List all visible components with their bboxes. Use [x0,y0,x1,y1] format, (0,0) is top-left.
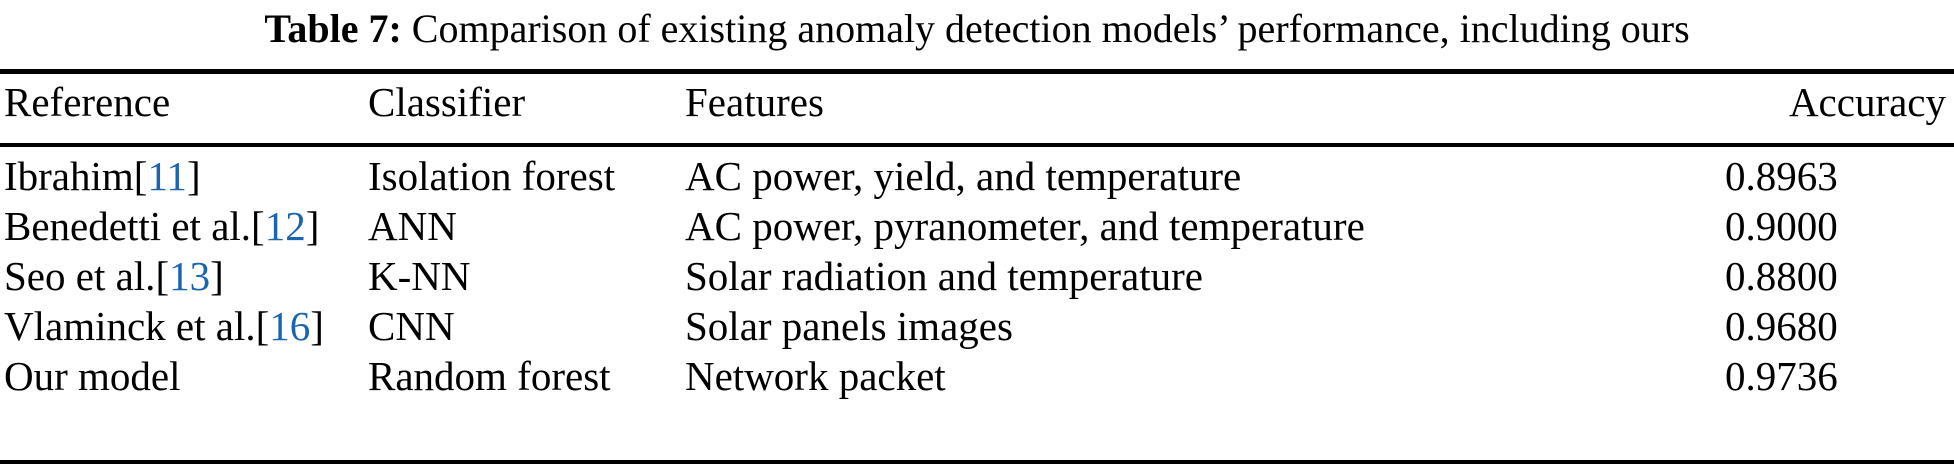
reference-name: Benedetti et al. [4,203,252,249]
cell-accuracy: 0.8963 [1725,153,1838,199]
cell-reference: Benedetti et al.[12] [4,201,364,251]
citation-open-bracket: [ [251,203,265,249]
table-header-rule [0,143,1954,147]
table-caption-text: Comparison of existing anomaly detection… [411,6,1690,51]
cell-accuracy: 0.9736 [1725,353,1838,399]
table-caption-label: Table 7: [264,6,402,51]
table-row: Ibrahim[11] Isolation forest AC power, y… [0,151,1954,201]
table-caption: Table 7: Comparison of existing anomaly … [0,2,1954,56]
reference-name: Vlaminck et al. [4,303,256,349]
citation-open-bracket: [ [255,303,270,349]
table-bottom-rule [0,460,1954,464]
cell-reference: Vlaminck et al.[16] [4,301,364,351]
cell-classifier: Isolation forest [368,153,616,199]
column-header-classifier: Classifier [368,79,526,125]
citation-link[interactable]: 11 [147,153,187,199]
cell-reference: Our model [4,351,364,401]
table-row: Seo et al.[13] K-NN Solar radiation and … [0,251,1954,301]
reference-name: Ibrahim [4,153,134,199]
column-header-reference: Reference [4,79,171,125]
citation-link[interactable]: 12 [264,203,306,249]
citation-close-bracket: ] [305,203,320,249]
table-header-row: Reference Classifier Features Accuracy [0,77,1954,127]
cell-features: AC power, pyranometer, and temperature [685,203,1365,249]
cell-features: Solar panels images [685,303,1013,349]
cell-classifier: Random forest [368,353,611,399]
column-header-features: Features [685,79,824,125]
citation-close-bracket: ] [186,153,201,199]
citation-close-bracket: ] [310,303,324,349]
reference-name: Seo et al. [4,253,156,299]
cell-accuracy: 0.8800 [1725,253,1838,299]
table-top-rule [0,69,1954,74]
cell-classifier: ANN [368,203,457,249]
cell-reference: Seo et al.[13] [4,251,364,301]
reference-name: Our model [4,353,181,399]
cell-accuracy: 0.9680 [1725,303,1838,349]
cell-accuracy: 0.9000 [1725,203,1838,249]
citation-open-bracket: [ [155,253,170,299]
citation-open-bracket: [ [133,153,148,199]
cell-classifier: K-NN [368,253,471,299]
cell-reference: Ibrahim[11] [4,151,364,201]
table-row: Benedetti et al.[12] ANN AC power, pyran… [0,201,1954,251]
cell-classifier: CNN [368,303,455,349]
table-row: Our model Random forest Network packet 0… [0,351,1954,401]
cell-features: Solar radiation and temperature [685,253,1203,299]
column-header-accuracy: Accuracy [1788,79,1946,125]
table-row: Vlaminck et al.[16] CNN Solar panels ima… [0,301,1954,351]
citation-link[interactable]: 13 [169,253,211,299]
citation-link[interactable]: 16 [269,303,311,349]
citation-close-bracket: ] [210,253,224,299]
cell-features: Network packet [685,353,946,399]
cell-features: AC power, yield, and temperature [685,153,1242,199]
